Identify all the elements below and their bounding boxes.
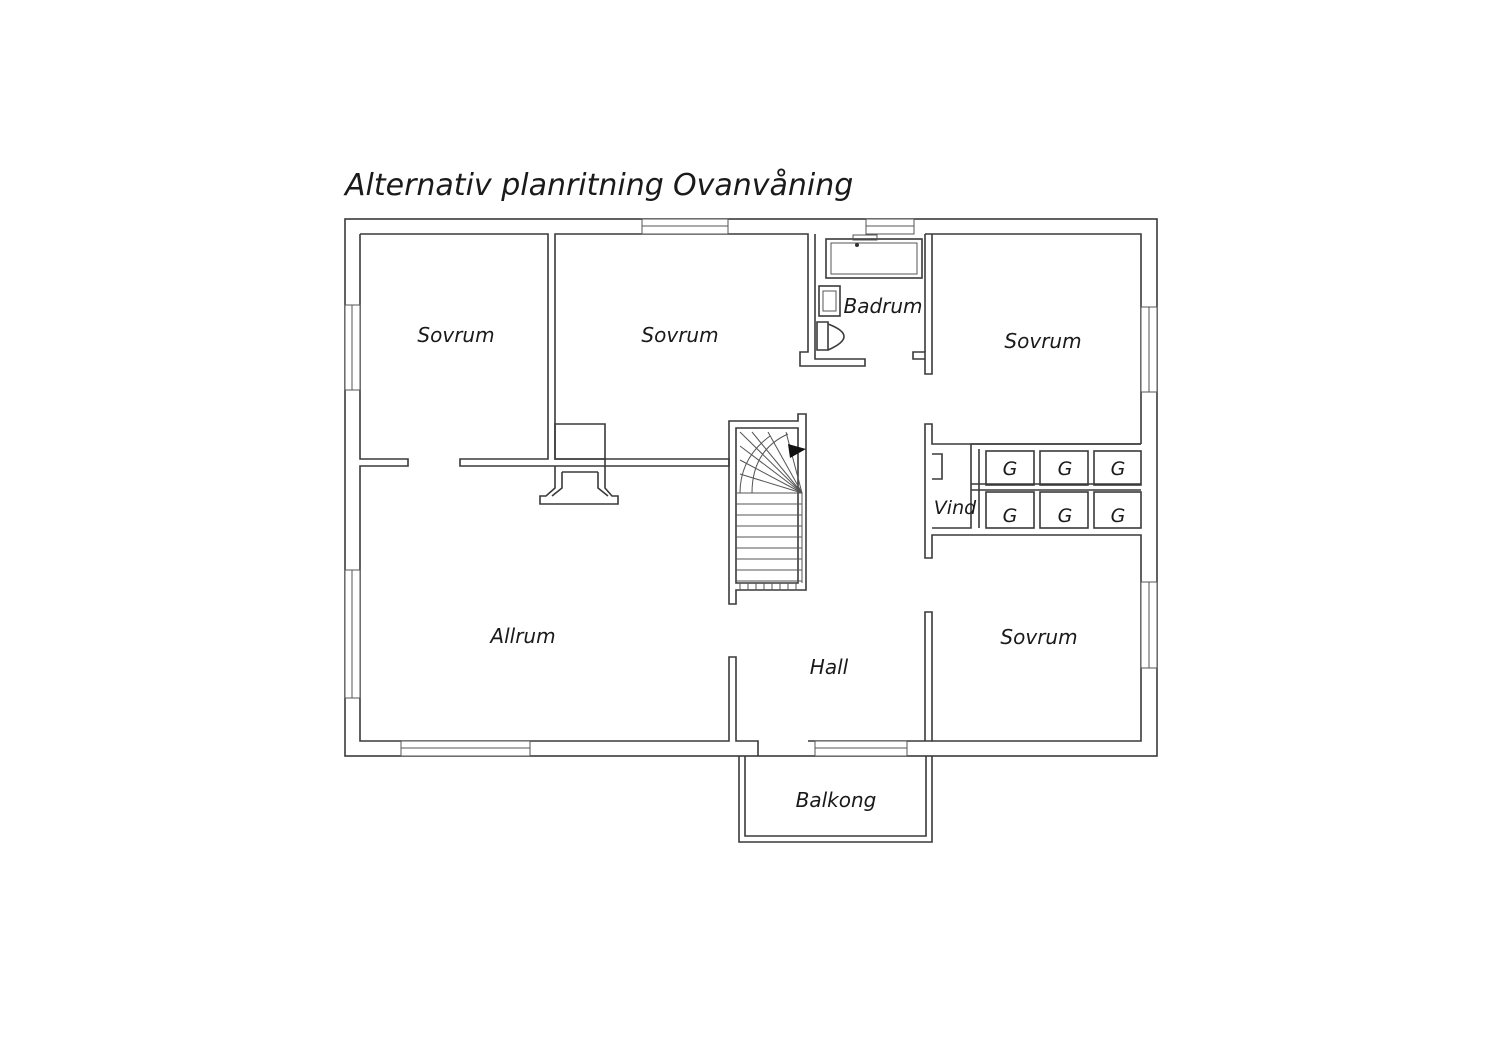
exterior-walls <box>344 218 1158 757</box>
room-label-sovrum-ne: Sovrum <box>1004 329 1081 353</box>
sink <box>818 285 841 317</box>
stair-winder <box>739 459 803 494</box>
stair-winder <box>785 431 803 494</box>
staircase <box>736 431 806 590</box>
stair-winder <box>739 445 803 494</box>
stair-walkline <box>751 433 789 494</box>
plan-title: Alternativ planritning <box>343 168 664 203</box>
room-label-vind: Vind <box>934 497 977 519</box>
room-label-badrum: Badrum <box>843 294 922 318</box>
closet-label: G <box>1111 505 1126 527</box>
windows <box>344 218 1158 757</box>
stair-winder <box>739 431 803 494</box>
closet-label: G <box>1111 458 1126 480</box>
closet-label: G <box>1058 505 1073 527</box>
balcony <box>738 756 933 843</box>
closet-label: G <box>1058 458 1073 480</box>
stair-walls <box>605 413 807 605</box>
room-label-sovrum-n: Sovrum <box>641 323 718 347</box>
room-label-balkong: Balkong <box>796 788 877 812</box>
closets <box>971 443 1142 529</box>
room-label-sovrum-nw: Sovrum <box>417 323 494 347</box>
stair-winder <box>751 431 803 494</box>
fireplace <box>539 423 619 505</box>
floor-title: Ovanvåning <box>673 168 853 203</box>
closet-label: G <box>1003 458 1018 480</box>
toilet <box>816 321 845 351</box>
stair-walkline <box>739 435 771 494</box>
room-label-allrum: Allrum <box>488 624 555 648</box>
stair-winder <box>739 473 803 494</box>
room-label-sovrum-se: Sovrum <box>1000 625 1077 649</box>
stair-direction-arrow-icon <box>788 444 806 458</box>
room-label-hall: Hall <box>810 655 849 679</box>
closet-label: G <box>1003 505 1018 527</box>
bathtub <box>825 234 923 279</box>
